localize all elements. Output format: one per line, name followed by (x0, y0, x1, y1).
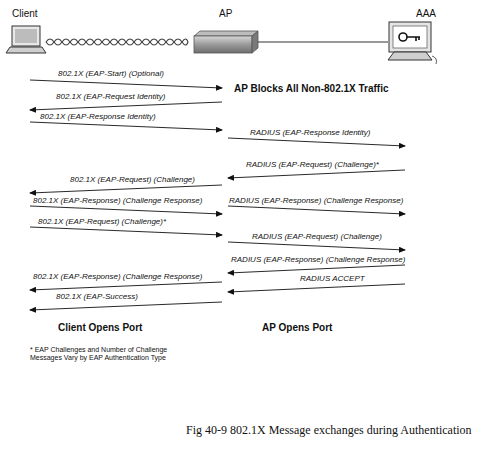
message-label: 802.1X (EAP-Request) (Challenge) (70, 175, 195, 184)
figure-caption: Fig 40-9 802.1X Message exchanges during… (186, 424, 472, 438)
status-note: AP Opens Port (262, 322, 332, 334)
message-arrows (30, 80, 405, 310)
wireless-link (46, 39, 188, 45)
message-arrow (30, 282, 222, 290)
device-name: AAA (416, 8, 436, 20)
access-point-icon (194, 31, 258, 53)
message-label: RADIUS (EAP-Response) (Challenge Respons… (231, 255, 405, 264)
message-arrow (228, 138, 405, 146)
status-note: Client Opens Port (58, 322, 142, 334)
status-note: AP Blocks All Non-802.1X Traffic (234, 83, 389, 95)
message-label: 802.1X (EAP-Request) (Challenge)* (38, 217, 166, 226)
message-label: 802.1X (EAP-Request Identity) (56, 92, 165, 101)
message-arrow (30, 302, 222, 310)
message-label: 802.1X (EAP-Start) (Optional) (58, 69, 164, 78)
message-label: 802.1X (EAP-Response Identity) (40, 112, 156, 121)
message-arrow (228, 284, 405, 292)
message-label: RADIUS (EAP-Request) (Challenge)* (246, 160, 379, 169)
wireless-link (46, 39, 188, 45)
message-label: 802.1X (EAP-Success) (56, 292, 138, 301)
wired-link (258, 41, 388, 42)
message-label: 802.1X (EAP-Response) (Challenge Respons… (33, 272, 202, 281)
device-name: Client (12, 8, 38, 20)
message-arrow (30, 80, 222, 88)
message-label: RADIUS (EAP-Request) (Challenge) (252, 232, 382, 241)
message-arrow (30, 185, 222, 193)
message-arrow (30, 122, 222, 130)
message-arrow (228, 265, 405, 273)
message-label: RADIUS (EAP-Response) (Challenge Respons… (229, 196, 403, 205)
laptop-icon (6, 26, 46, 53)
message-arrow (30, 206, 222, 214)
message-arrow (30, 102, 222, 110)
device-name: AP (219, 8, 232, 20)
message-label: 802.1X (EAP-Response) (Challenge Respons… (33, 196, 202, 205)
message-arrow (30, 227, 222, 235)
message-arrow (228, 206, 405, 214)
message-label: RADIUS ACCEPT (300, 274, 365, 283)
message-label: RADIUS (EAP-Response Identity) (250, 128, 371, 137)
footnote: * EAP Challenges and Number of Challenge… (30, 346, 195, 362)
message-arrow (228, 242, 405, 250)
server-icon (388, 22, 437, 64)
message-arrow (228, 170, 405, 178)
